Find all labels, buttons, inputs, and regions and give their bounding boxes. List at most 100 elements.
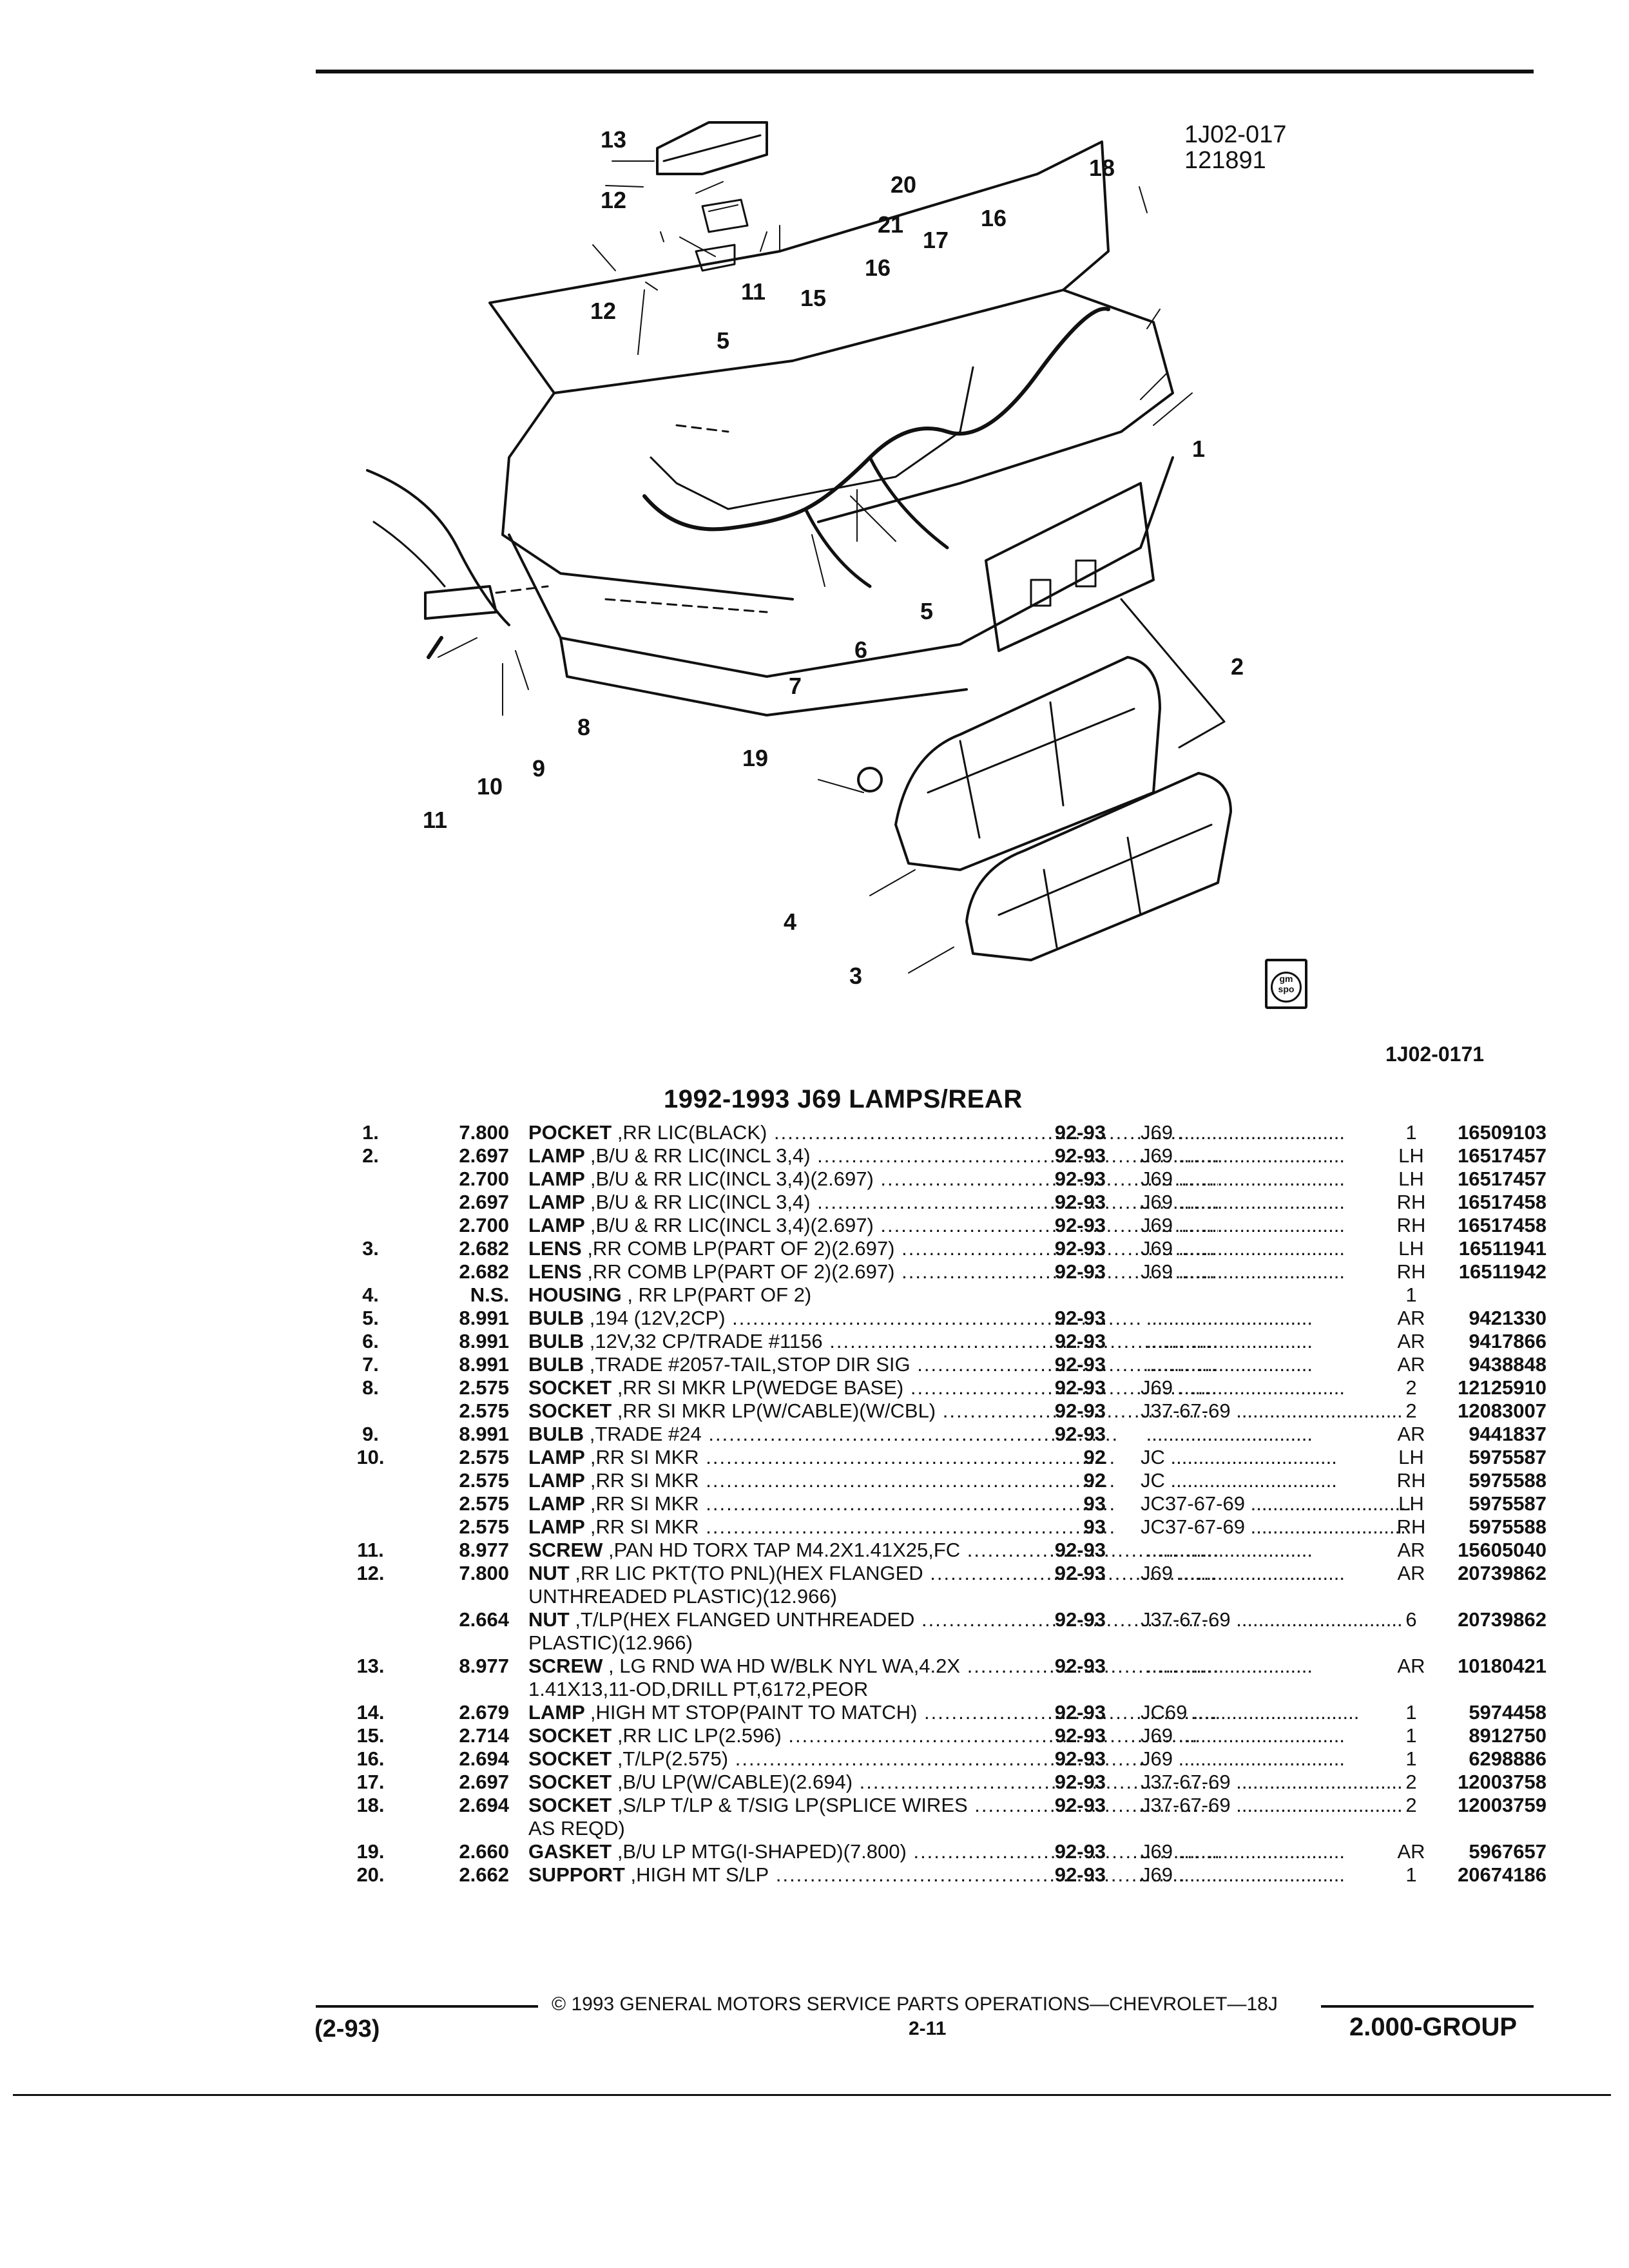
part-detail: ,12V,32 CP/TRADE #1156 [589,1330,823,1352]
model-code: J69 .............................. [1141,1144,1345,1167]
model-code-value: J69 [1141,1260,1173,1283]
ref-code: 1J02-017 [1184,121,1287,148]
part-detail: ,194 (12V,2CP) [589,1307,726,1329]
part-number: 16517458 [1458,1191,1547,1213]
gm-spo-logo: gm spo [1265,959,1307,1009]
part-number: 10180421 [1458,1655,1547,1677]
quantity: 1 [1405,1863,1417,1886]
model-years: 92-93 [1054,1539,1106,1561]
part-description: NUT ,T/LP(HEX FLANGED UNTHREADED .......… [528,1608,1218,1631]
part-name: SCREW [528,1655,603,1677]
callout-10: 10 [477,773,503,800]
item-number: 11. [357,1539,384,1561]
part-name: LAMP [528,1515,585,1538]
model-code: JC37-67-69 .............................… [1141,1515,1411,1538]
callout-15: 15 [800,285,827,311]
part-name: LENS [528,1237,582,1260]
part-number: 15605040 [1458,1539,1547,1561]
part-number: 20739862 [1458,1608,1547,1631]
parts-row: 1.41X13,11-OD,DRILL PT,6172,PEOR [342,1678,1547,1701]
model-code-value: JC69 [1141,1701,1188,1724]
part-description: BULB ,194 (12V,2CP) ....................… [528,1307,1142,1329]
footer-rule-right [1321,2005,1534,2008]
part-description: LAMP ,HIGH MT STOP(PAINT TO MATCH) .....… [528,1701,1218,1724]
group-number: 2.714 [459,1724,509,1747]
part-number: 9441837 [1469,1423,1547,1445]
part-detail: ,RR LIC LP(2.596) [617,1724,782,1747]
item-number: 4. [362,1283,379,1306]
model-code-value: J37-67-69 [1141,1608,1231,1631]
part-description: HOUSING , RR LP(PART OF 2) [528,1283,1218,1307]
item-number: 14. [356,1701,385,1724]
group-number: 8.991 [459,1330,509,1352]
callout-18: 18 [1089,155,1115,181]
model-code-value: J69 [1141,1121,1173,1144]
model-code-value: J69 [1141,1747,1173,1770]
item-number: 2. [362,1144,379,1167]
model-code: J69 .............................. [1141,1214,1345,1236]
callout-5a: 5 [717,327,730,354]
part-detail: ,RR COMB LP(PART OF 2)(2.697) [587,1260,895,1283]
part-name: SOCKET [528,1794,612,1816]
model-code-value: JC [1141,1446,1165,1468]
model-code: J69 .............................. [1141,1168,1345,1190]
part-description: LAMP ,B/U & RR LIC(INCL 3,4)(2.697) ....… [528,1168,1218,1190]
part-name: SOCKET [528,1771,612,1793]
model-code-value: J69 [1141,1840,1173,1863]
model-code: JC .............................. [1141,1469,1337,1492]
part-detail: ,B/U LP MTG(I-SHAPED)(7.800) [617,1840,907,1863]
model-years: 92-93 [1054,1330,1106,1352]
quantity: RH [1396,1469,1426,1492]
model-code: JC37-67-69 .............................… [1141,1492,1411,1515]
model-code-value: J69 [1141,1376,1173,1399]
group-number: 8.991 [459,1353,509,1376]
part-detail: ,T/LP(2.575) [617,1747,729,1770]
part-number: 12125910 [1458,1376,1547,1399]
model-code: J69 .............................. [1141,1747,1345,1770]
part-detail: ,RR SI MKR [590,1446,699,1468]
item-number: 15. [356,1724,385,1747]
callout-13: 12 [601,187,627,213]
part-description: BULB ,TRADE #2057-TAIL,STOP DIR SIG ....… [528,1353,1218,1376]
model-years: 92-93 [1054,1144,1106,1167]
model-code-value: J37-67-69 [1141,1794,1231,1816]
model-code: J69 .............................. [1141,1237,1345,1260]
group-number: 2.000-GROUP [1349,2013,1518,2041]
part-description: SOCKET ,S/LP T/LP & T/SIG LP(SPLICE WIRE… [528,1794,1218,1816]
quantity: 2 [1405,1399,1417,1422]
item-number: 5. [362,1307,379,1329]
group-number: 2.700 [459,1168,509,1190]
quantity: 6 [1405,1608,1417,1631]
model-code-value: J69 [1141,1562,1173,1584]
quantity: AR [1397,1330,1425,1352]
item-number: 6. [362,1330,379,1352]
part-number: 9417866 [1469,1330,1547,1352]
quantity: AR [1397,1423,1425,1445]
part-name: LAMP [528,1168,585,1190]
footer-rule-left [316,2005,538,2008]
part-number: 9438848 [1469,1353,1547,1376]
part-number: 9421330 [1469,1307,1547,1329]
part-detail: ,RR LIC(BLACK) [617,1121,767,1144]
part-name: BULB [528,1423,584,1445]
part-detail: ,PAN HD TORX TAP M4.2X1.41X25,FC [608,1539,961,1561]
part-name: POCKET [528,1121,612,1144]
part-number: 16517458 [1458,1214,1547,1236]
part-description: SOCKET ,B/U LP(W/CABLE)(2.694) .........… [528,1771,1218,1793]
part-description: SCREW ,PAN HD TORX TAP M4.2X1.41X25,FC .… [528,1539,1218,1561]
section-title: 1992-1993 J69 LAMPS/REAR [664,1085,1023,1113]
model-code: J69 .............................. [1141,1121,1345,1144]
model-years: 92-93 [1054,1191,1106,1213]
quantity: RH [1396,1191,1426,1213]
group-number: 2.660 [459,1840,509,1863]
